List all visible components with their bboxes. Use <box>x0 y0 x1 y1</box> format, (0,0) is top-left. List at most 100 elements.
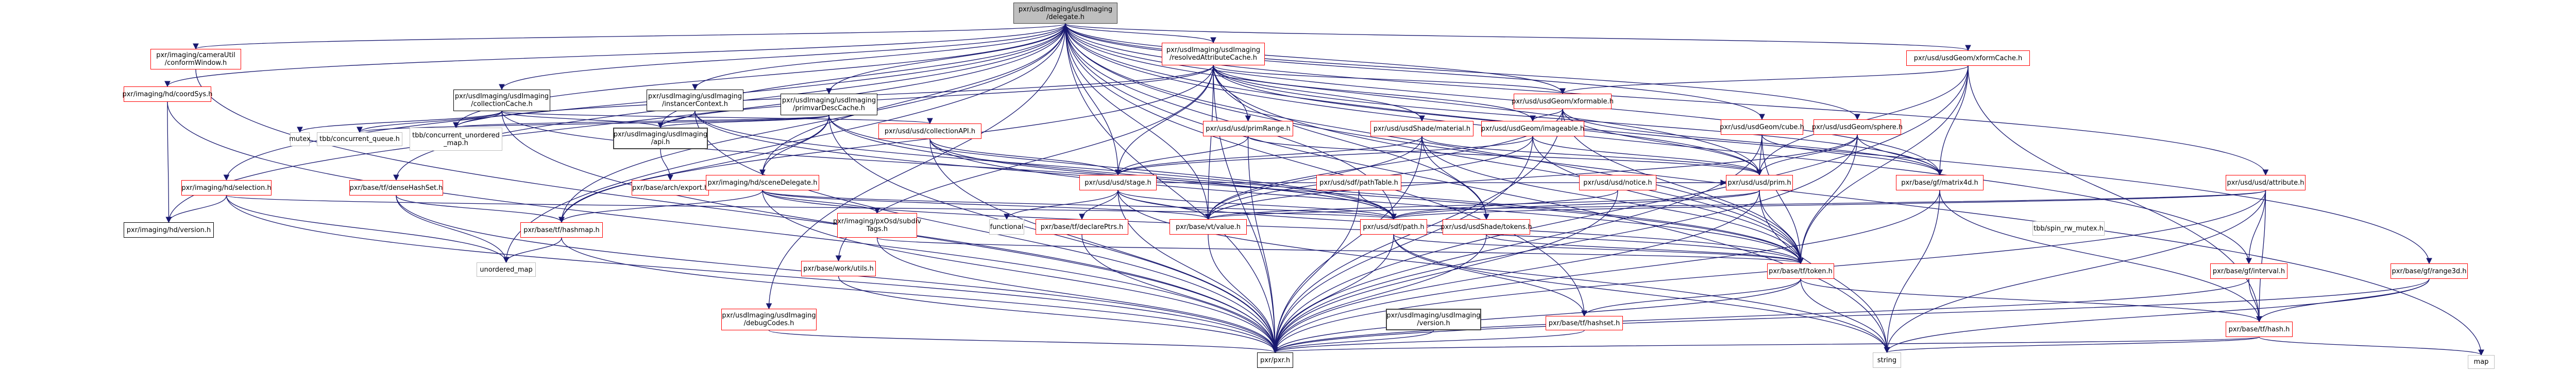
node-selection[interactable]: pxr/imaging/hd/selection.h <box>181 180 272 196</box>
node-declare-ptrs[interactable]: pxr/base/tf/declarePtrs.h <box>1036 219 1128 235</box>
node-path[interactable]: pxr/usd/sdf/path.h <box>1360 219 1427 235</box>
edge-shadeTokens-to-pxr <box>1272 234 1487 353</box>
edge-primvarDescCache-to-concurrentQueue <box>357 115 829 133</box>
edge-xformCache-to-xformable <box>1560 65 1969 95</box>
edge-coordSys-to-hdVersion <box>165 101 172 223</box>
edge-attribute-to-value <box>1205 190 2266 220</box>
edge-collectionCache-to-concurrentQueue <box>357 111 502 133</box>
edge-primvarDescCache-to-concurrentUnorderedMap <box>453 115 829 129</box>
edge-resolvedAttributeCache-to-api <box>657 65 1214 129</box>
node-interval[interactable]: pxr/base/gf/interval.h <box>2210 263 2287 279</box>
node-work-utils[interactable]: pxr/base/work/utils.h <box>801 261 876 276</box>
node-pxr[interactable]: pxr/pxr.h <box>1257 352 1293 368</box>
node-attribute[interactable]: pxr/usd/usd/attribute.h <box>2226 175 2306 190</box>
node-stage[interactable]: pxr/usd/usd/stage.h <box>1079 175 1157 190</box>
node-shade-tokens[interactable]: pxr/usd/usdShade/tokens.h <box>1440 219 1532 235</box>
node-export[interactable]: pxr/base/arch/export.h <box>632 180 709 196</box>
edge-delegate-to-string <box>1065 23 1890 353</box>
edge-collectionCache-to-collectionAPI <box>501 111 933 125</box>
node-cube[interactable]: pxr/usd/usdGeom/cube.h <box>1720 119 1804 135</box>
node-primvar-desc-cache[interactable]: pxr/usdImaging/usdImaging /primvarDescCa… <box>781 94 877 115</box>
node-coord-sys[interactable]: pxr/imaging/hd/coordSys.h <box>122 86 213 102</box>
edge-material-to-stage <box>1115 136 1422 176</box>
node-debug-codes[interactable]: pxr/usdImaging/usdImaging /debugCodes.h <box>721 309 817 330</box>
edge-debugCodes-to-pxr <box>768 330 1278 353</box>
node-usd-imaging-version[interactable]: pxr/usdImaging/usdImaging /version.h <box>1386 309 1481 330</box>
edge-selection-to-pxr <box>226 195 1278 353</box>
node-delegate[interactable]: pxr/usdImaging/usdImaging /delegate.h <box>1013 3 1117 24</box>
node-string[interactable]: string <box>1873 352 1901 368</box>
edge-sceneDelegate-to-pxr <box>762 190 1278 353</box>
node-notice[interactable]: pxr/usd/usd/notice.h <box>1579 175 1656 190</box>
node-conform-window[interactable]: pxr/imaging/cameraUtil /conformWindow.h <box>150 49 241 69</box>
edge-usdImagingVersion-to-pxr <box>1272 330 1434 353</box>
edge-matrix4d-to-pxr <box>1272 190 1940 353</box>
node-matrix4d[interactable]: pxr/base/gf/matrix4d.h <box>1896 175 1984 190</box>
node-concurrent-queue[interactable]: tbb/concurrent_queue.h <box>317 132 402 146</box>
node-range3d[interactable]: pxr/base/gf/range3d.h <box>2391 263 2468 279</box>
node-prim-range[interactable]: pxr/usd/usd/primRange.h <box>1203 121 1293 136</box>
edge-imageable-to-stage <box>1115 136 1533 176</box>
node-sphere[interactable]: pxr/usd/usdGeom/sphere.h <box>1812 119 1903 135</box>
edge-workUtils-to-pxr <box>838 276 1278 353</box>
edge-primvarDescCache-to-path <box>828 115 1397 220</box>
edge-collectionCache-to-api <box>501 111 664 129</box>
edge-instancerContext-to-api <box>657 111 696 129</box>
node-functional[interactable]: functional <box>989 219 1024 235</box>
edge-sceneDelegate-to-token <box>762 190 1804 264</box>
edge-sphere-to-matrix4d <box>1857 134 1943 176</box>
edge-imageable-to-prim <box>1532 136 1762 176</box>
node-concurrent-unordered-map[interactable]: tbb/concurrent_unordered _map.h <box>410 128 502 151</box>
edge-prim-to-token <box>1759 190 1804 264</box>
node-collection-cache[interactable]: pxr/usdImaging/usdImaging /collectionCac… <box>453 90 550 111</box>
node-xformable[interactable]: pxr/usd/usdGeom/xformable.h <box>1512 94 1614 109</box>
edge-delegate-to-conformWindow <box>193 23 1066 50</box>
node-token[interactable]: pxr/base/tf/token.h <box>1767 263 1834 279</box>
node-xform-cache[interactable]: pxr/usd/usdGeom/xformCache.h <box>1906 50 2030 66</box>
edge-delegate-to-xformable <box>1065 23 1566 95</box>
node-prim[interactable]: pxr/usd/usd/prim.h <box>1726 175 1793 190</box>
edge-sphere-to-prim <box>1756 134 1858 176</box>
node-imageable[interactable]: pxr/usd/usdGeom/imageable.h <box>1481 121 1584 136</box>
edge-collectionAPI-to-stage <box>929 138 1121 176</box>
node-value[interactable]: pxr/base/vt/value.h <box>1170 219 1247 235</box>
edge-notice-to-path <box>1391 190 1618 220</box>
node-dense-hash-set[interactable]: pxr/base/tf/denseHashSet.h <box>349 180 443 196</box>
edge-delegate-to-sphere <box>1065 23 1860 120</box>
edge-instancerContext-to-path <box>694 111 1397 220</box>
node-hash[interactable]: pxr/base/tf/hash.h <box>2226 322 2293 337</box>
node-mutex[interactable]: mutex <box>289 132 311 146</box>
node-collection-a-p-i[interactable]: pxr/usd/usd/collectionAPI.h <box>878 123 981 139</box>
edge-token-to-hash <box>1800 278 2262 323</box>
edge-delegate-to-sceneDelegate <box>759 23 1066 176</box>
edge-delegate-to-coordSys <box>164 23 1066 87</box>
edge-range3d-to-string <box>1884 278 2430 353</box>
edge-primRange-to-stage <box>1115 136 1249 176</box>
node-unordered-map[interactable]: unordered_map <box>477 262 536 277</box>
node-resolved-attribute-cache[interactable]: pxr/usdImaging/usdImaging /resolvedAttri… <box>1162 43 1265 65</box>
edge-selection-to-hdVersion <box>165 195 227 223</box>
node-hashset[interactable]: pxr/base/tf/hashset.h <box>1546 316 1623 330</box>
edge-value-to-pxr <box>1208 234 1278 353</box>
edge-delegate-to-hdVersion <box>165 23 1066 223</box>
edge-resolvedAttributeCache-to-imageable <box>1213 65 1536 122</box>
edge-token-to-pxr <box>1272 278 1801 353</box>
edge-material-to-token <box>1421 136 1804 264</box>
edge-prim-to-value <box>1205 190 1760 220</box>
edge-resolvedAttributeCache-to-xformable <box>1213 65 1566 95</box>
node-spin-rw-mutex[interactable]: tbb/spin_rw_mutex.h <box>2032 221 2105 236</box>
node-api[interactable]: pxr/usdImaging/usdImaging /api.h <box>613 128 708 149</box>
node-instancer-context[interactable]: pxr/usdImaging/usdImaging /instancerCont… <box>647 90 743 111</box>
node-scene-delegate[interactable]: pxr/imaging/hd/sceneDelegate.h <box>706 175 819 190</box>
node-path-table[interactable]: pxr/usd/sdf/pathTable.h <box>1316 175 1401 190</box>
edge-primvarDescCache-to-api <box>657 115 829 129</box>
node-subdiv-tags[interactable]: pxr/imaging/pxOsd/subdiv Tags.h <box>833 213 921 238</box>
node-material[interactable]: pxr/usd/usdShade/material.h <box>1370 121 1473 136</box>
edge-collectionAPI-to-pxr <box>929 138 1278 353</box>
node-map[interactable]: map <box>2468 355 2495 369</box>
edge-xformCache-to-matrix4d <box>1937 65 1969 176</box>
node-hashmap[interactable]: pxr/base/tf/hashmap.h <box>520 222 603 238</box>
edge-sphere-to-value <box>1205 134 1858 220</box>
node-hd-version[interactable]: pxr/imaging/hd/version.h <box>124 222 214 238</box>
edge-subdivTags-to-pxr <box>876 237 1278 353</box>
